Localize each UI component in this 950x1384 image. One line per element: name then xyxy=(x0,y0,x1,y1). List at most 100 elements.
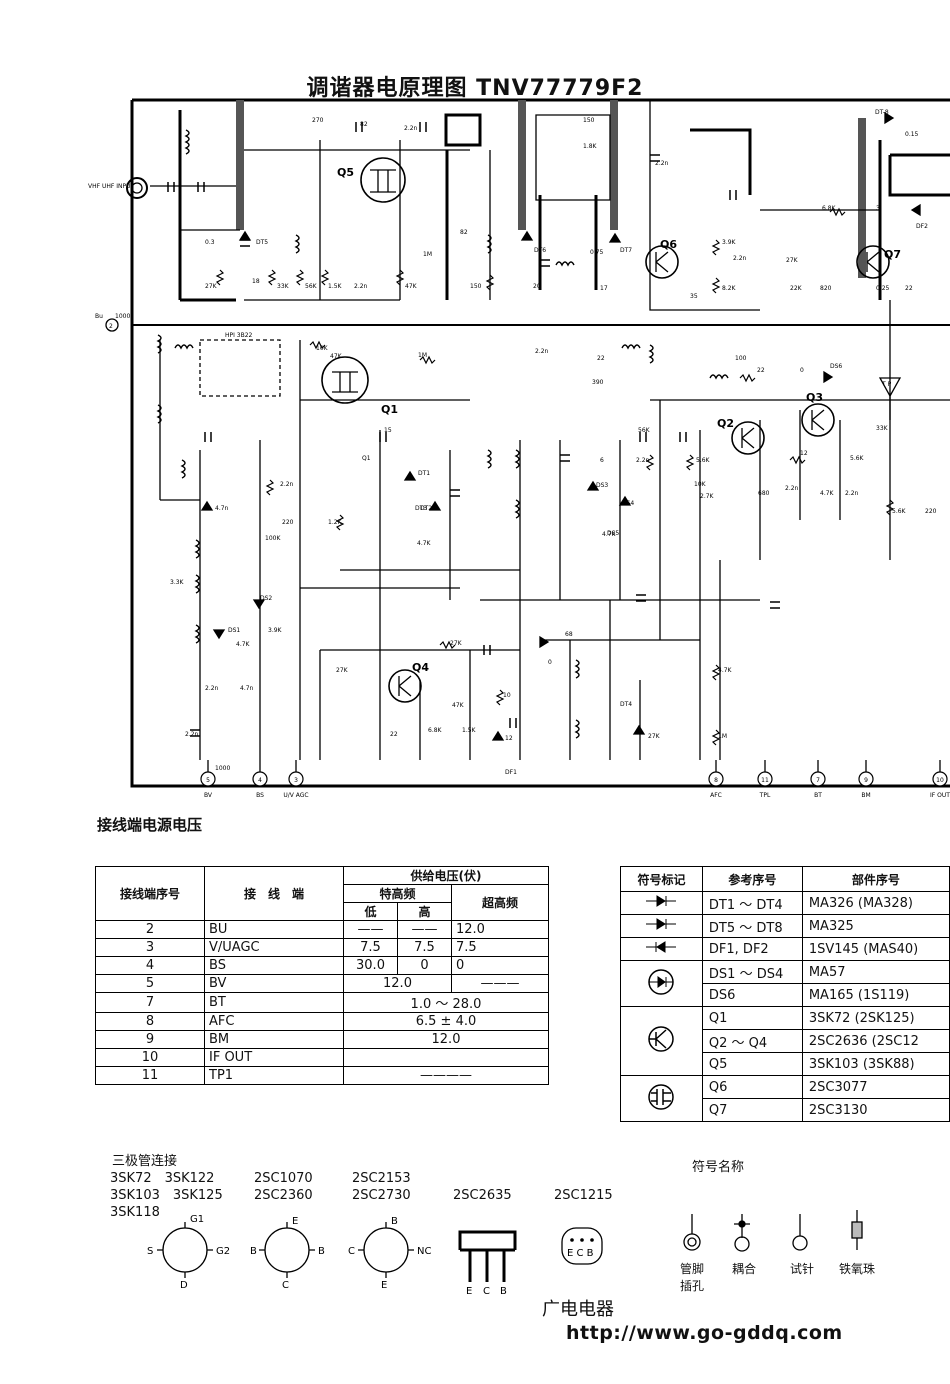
component-value: 20 xyxy=(533,283,541,290)
component-value: 15 xyxy=(384,427,392,434)
component-value: 150 xyxy=(583,117,595,124)
cell-no: 7 xyxy=(95,992,205,1013)
component-value: 2.2n xyxy=(845,490,859,497)
component-value: 47K xyxy=(452,702,465,709)
component-value: DT4 xyxy=(620,701,632,708)
component-value: 56K xyxy=(638,427,651,434)
cell-part: MA165 (1S119) xyxy=(801,983,950,1007)
transistor-group-fet: 3SK72 3SK122 3SK103 3SK125 3SK118 xyxy=(110,1170,223,1221)
component-value: 4.7n xyxy=(215,505,229,512)
th-ref: 参考序号 xyxy=(701,866,803,892)
component-value: 4.7n xyxy=(240,685,254,692)
q4-label: Q4 xyxy=(412,661,429,674)
terminal-name: BT xyxy=(814,792,822,799)
q1-label: Q1 xyxy=(381,403,398,416)
component-value: 12 xyxy=(800,450,808,457)
part-line: 3SK118 xyxy=(110,1205,160,1220)
terminal-number: 10 xyxy=(936,777,944,784)
component-value: 100K xyxy=(265,535,281,542)
part-line: 2SC1070 xyxy=(254,1171,313,1186)
component-value: 33K xyxy=(277,283,290,290)
component-value: 4.7K xyxy=(602,531,617,538)
component-value: DF1 xyxy=(505,769,517,776)
cell-ref: DS6 xyxy=(701,983,803,1007)
component-value: 1M xyxy=(423,251,432,258)
cell-vhf: 12.0 xyxy=(343,974,452,993)
voltage-section-title: 接线端电源电压 xyxy=(97,816,203,834)
cell-part: 3SK103 (3SK88) xyxy=(801,1052,950,1076)
tuner-schematic: Q5 Q6 Q7 Q1 Q2 Q3 Q4 VHF UHF INPUT Bu HP… xyxy=(88,98,950,799)
component-value: DF2 xyxy=(916,223,928,230)
component-value: DT2 xyxy=(420,505,432,512)
cell-no: 4 xyxy=(95,956,205,975)
th-uhf: 超高频 xyxy=(451,884,549,921)
th-terminal: 接 线 端 xyxy=(204,866,344,921)
component-value: DS5 xyxy=(607,530,619,537)
part-line: 2SC2635 xyxy=(453,1188,512,1203)
cell-high: 0 xyxy=(397,956,452,975)
cell-name: BU xyxy=(204,920,344,939)
component-value: 22K xyxy=(790,285,803,292)
component-value: 2.2n xyxy=(205,685,219,692)
component-value: 1.5K xyxy=(328,283,343,290)
component-value: DS4 xyxy=(622,500,634,507)
transistor-group-round: 2SC1215 xyxy=(554,1187,613,1204)
coupling-icon xyxy=(734,1214,750,1252)
cell-uhf: 7.5 xyxy=(451,938,549,957)
input-label: VHF UHF INPUT xyxy=(88,183,135,190)
cell-all: ———— xyxy=(343,1066,549,1085)
part-line: 3SK72 3SK122 xyxy=(110,1171,215,1186)
cell-ref: DS1 ～ DS4 xyxy=(701,960,803,984)
th-terminal-no: 接线端序号 xyxy=(95,866,205,921)
component-value: 22 xyxy=(390,731,398,738)
terminal-number: 8 xyxy=(714,777,718,784)
varicap-icon xyxy=(620,891,703,915)
component-value: 0.3 xyxy=(205,239,215,246)
component-value: DT-8 xyxy=(875,109,889,116)
q3-label: Q3 xyxy=(806,391,823,404)
cell-ref: Q2 ～ Q4 xyxy=(701,1029,803,1053)
pin-nc: NC xyxy=(417,1246,431,1257)
part-line: 2SC2730 xyxy=(352,1188,411,1203)
component-value: 2.2n xyxy=(185,731,199,738)
component-value: 22 xyxy=(597,355,605,362)
part-line: 2SC2360 xyxy=(254,1188,313,1203)
pin-s: S xyxy=(147,1246,153,1257)
cell-no: 3 xyxy=(95,938,205,957)
component-value: DS2 xyxy=(260,595,272,602)
pin-g1: G1 xyxy=(190,1214,204,1225)
transistor-section-title: 三极管连接 xyxy=(112,1154,178,1169)
cell-all: 6.5 ± 4.0 xyxy=(343,1012,549,1031)
component-value: 0.25 xyxy=(876,285,890,292)
cell-name: BT xyxy=(204,992,344,1013)
cell-part: MA57 xyxy=(801,960,950,984)
ferrite-bead-icon xyxy=(851,1210,863,1250)
bu-label: Bu xyxy=(95,313,103,320)
th-supply: 供给电压(伏) xyxy=(343,866,549,885)
component-value: 27K xyxy=(205,283,218,290)
cell-part: 3SK72 (2SK125) xyxy=(801,1006,950,1030)
q2-label: Q2 xyxy=(717,417,734,430)
component-value: 47K xyxy=(405,283,418,290)
cell-ref: DF1, DF2 xyxy=(701,937,803,961)
component-value: 27K xyxy=(786,257,799,264)
th-vhf: 特高频 xyxy=(343,884,452,903)
pin-ecb: E C B xyxy=(567,1248,594,1259)
component-value: 10K xyxy=(316,345,329,352)
cell-part: 2SC3077 xyxy=(801,1075,950,1099)
component-value: 5.6K xyxy=(892,508,907,515)
cell-uhf: 12.0 xyxy=(451,920,549,939)
component-value: 27K xyxy=(336,667,349,674)
